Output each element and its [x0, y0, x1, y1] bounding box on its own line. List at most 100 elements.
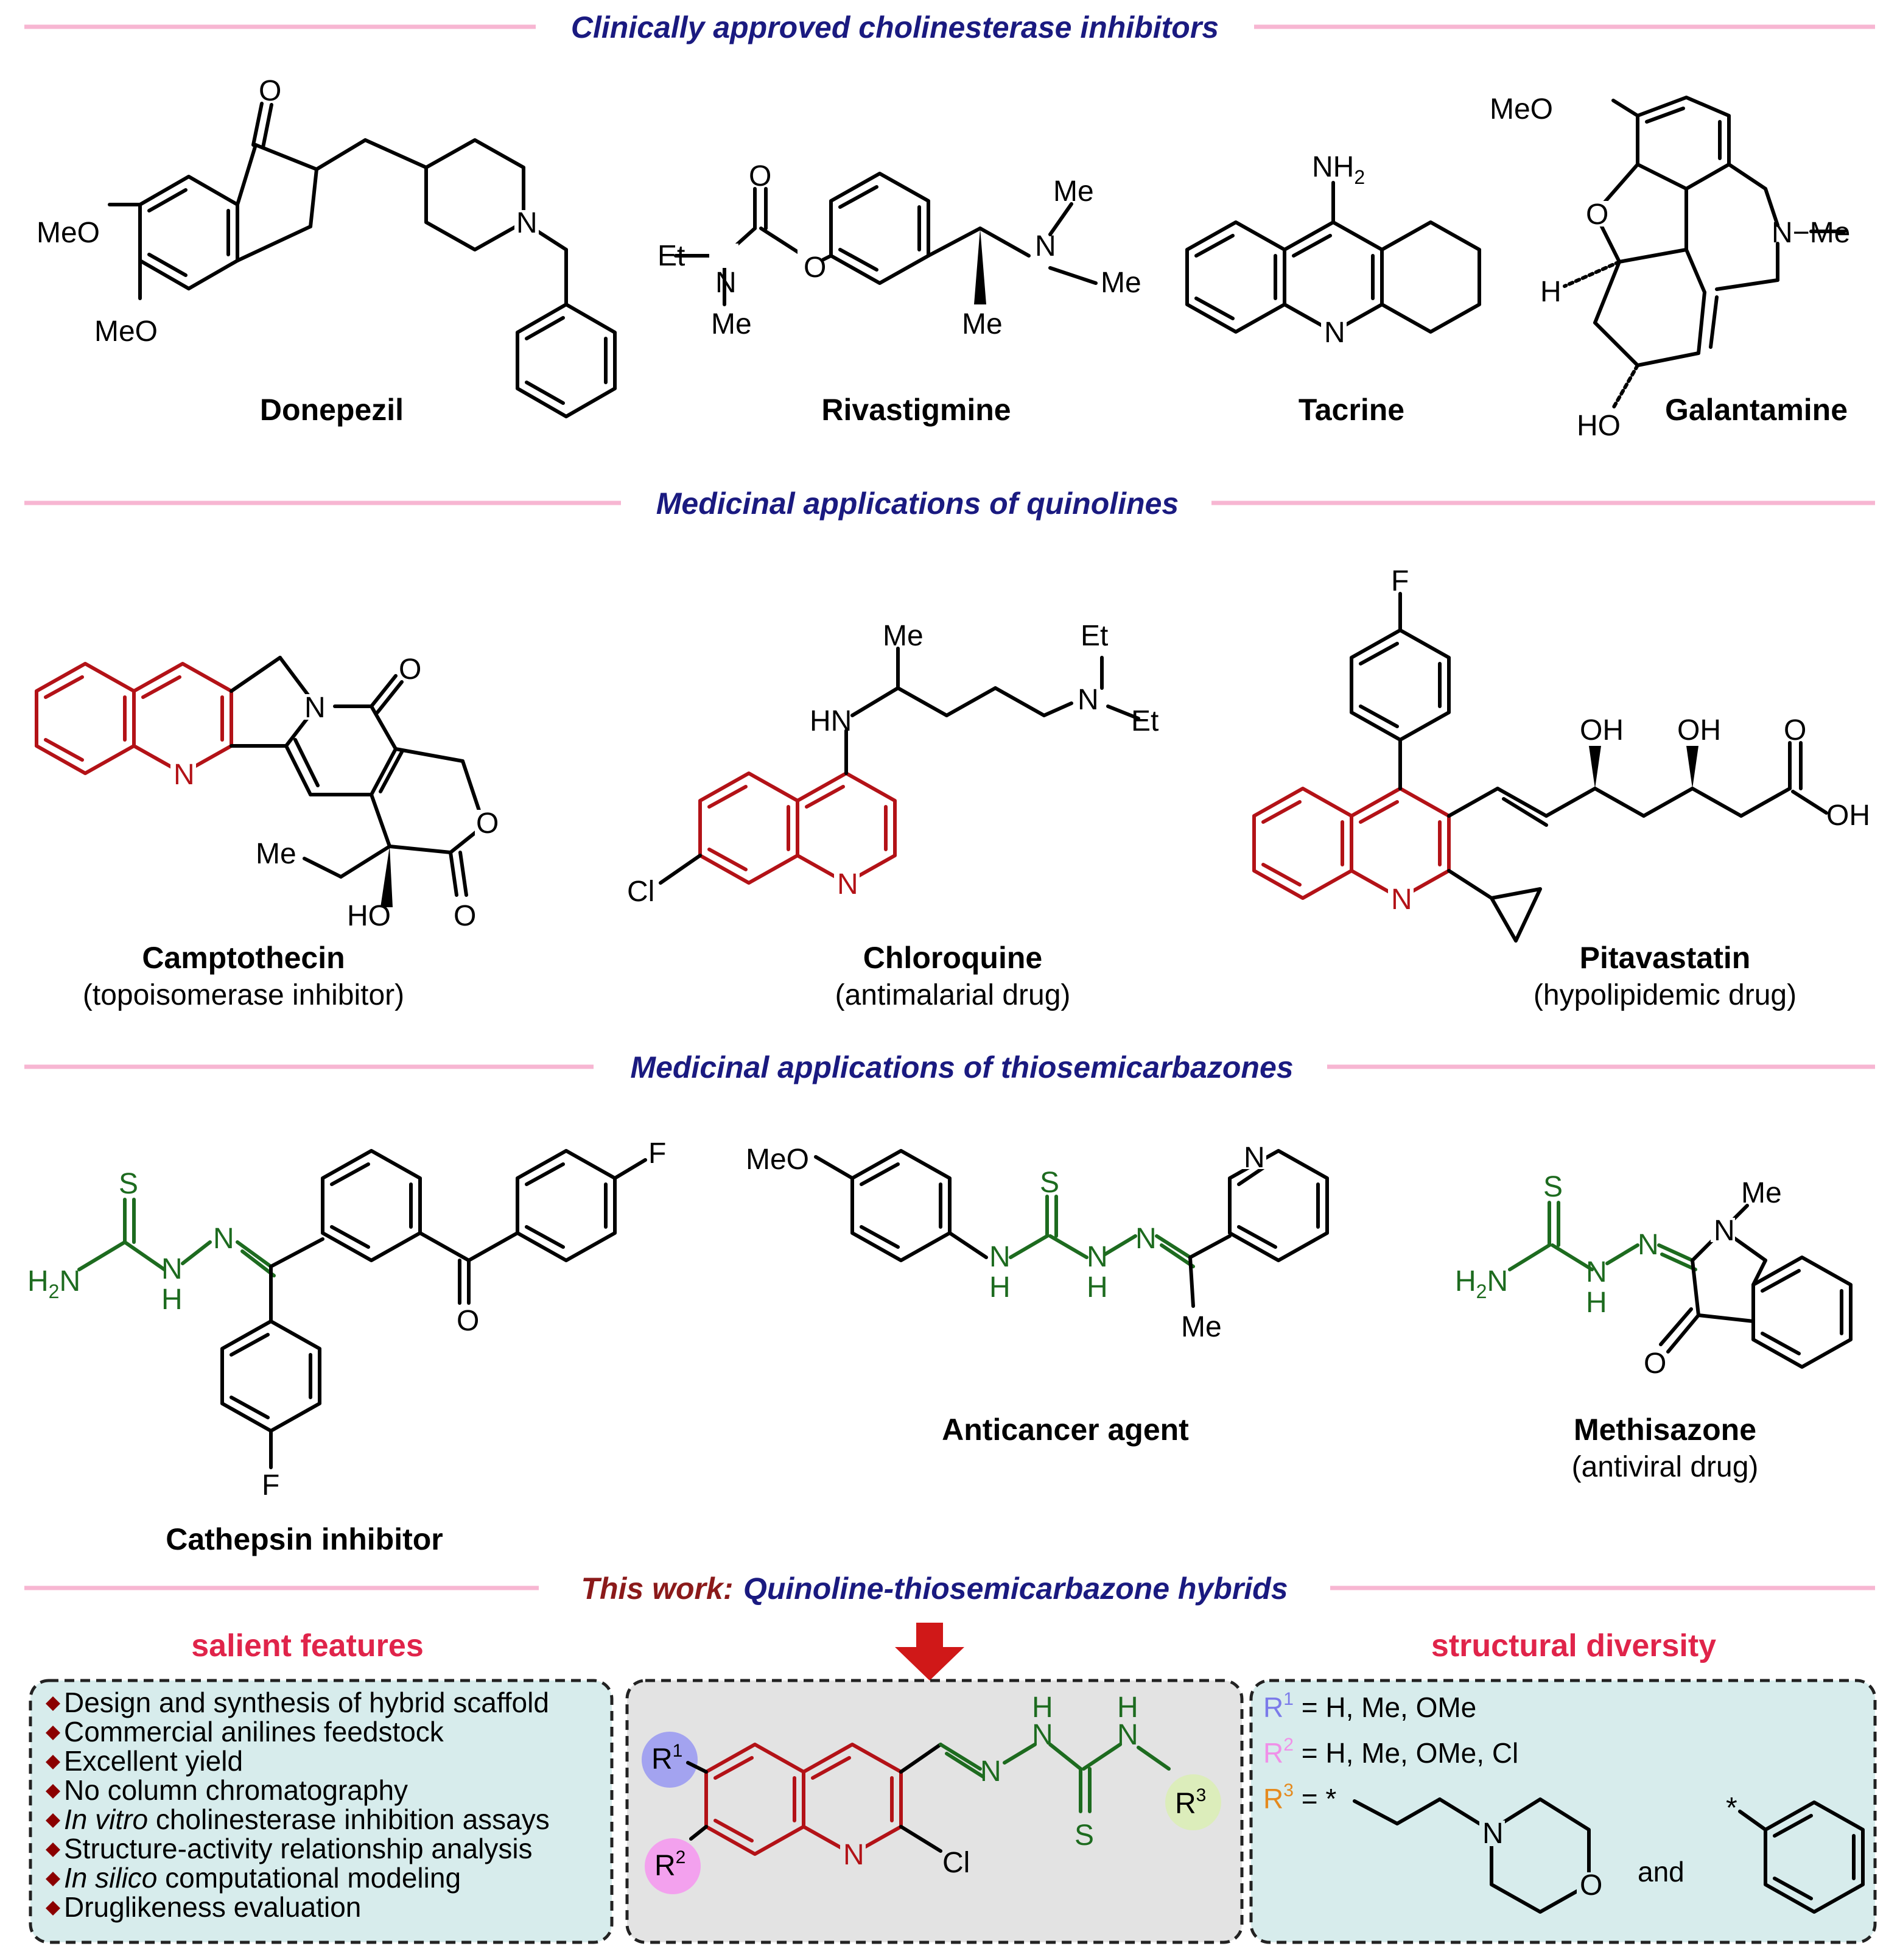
- structural-diversity-box: R1 = H, Me, OMe R2 = H, Me, OMe, Cl R3 =…: [1249, 1679, 1877, 1944]
- svg-text:N−Me: N−Me: [1772, 217, 1850, 249]
- svg-text:Me: Me: [962, 308, 1003, 340]
- svg-text:In silico computational modeli: In silico computational modeling: [64, 1862, 461, 1894]
- svg-text:Me: Me: [711, 308, 752, 340]
- structure-chloroquine: N Cl HN Me N Et Et Chloroquine (antimala…: [627, 620, 1159, 1011]
- structure-tacrine: N NH2 Tacrine: [1185, 151, 1481, 427]
- subtitle-camptothecin: (topoisomerase inhibitor): [83, 979, 404, 1011]
- svg-text:N: N: [1032, 1719, 1053, 1751]
- diamond-bullet-icon: [46, 1755, 60, 1769]
- section-title-quinolines: Medicinal applications of quinolines: [656, 486, 1179, 521]
- svg-text:O: O: [259, 75, 281, 107]
- structure-methisazone: S H2N N H N N Me O Methisazone (antivira…: [1455, 1171, 1853, 1483]
- feature-item-6: Structure-activity relationship analysis: [46, 1833, 533, 1864]
- svg-text:H: H: [1117, 1691, 1138, 1724]
- svg-text:S: S: [119, 1168, 138, 1200]
- svg-text:Structure-activity relationshi: Structure-activity relationship analysis: [64, 1833, 533, 1864]
- svg-text:N: N: [1244, 1142, 1265, 1174]
- feature-item-5: In vitro cholinesterase inhibition assay…: [46, 1804, 550, 1835]
- feature-item-2: Commercial anilines feedstock: [46, 1716, 444, 1747]
- name-camptothecin: Camptothecin: [142, 941, 345, 975]
- svg-text:MeO: MeO: [94, 315, 158, 348]
- svg-text:HN: HN: [810, 705, 852, 737]
- section-title-thiosemicarbazones: Medicinal applications of thiosemicarbaz…: [630, 1050, 1293, 1084]
- hybrid-scaffold-box: R1 R2 R3 N Cl N N H N H S: [625, 1679, 1244, 1944]
- svg-text:N: N: [1638, 1229, 1659, 1261]
- svg-text:O: O: [399, 653, 421, 686]
- svg-text:*: *: [1726, 1792, 1737, 1824]
- name-tacrine: Tacrine: [1299, 393, 1404, 427]
- svg-text:Et: Et: [1131, 705, 1159, 737]
- structure-donepezil: O N MeO MeO Donepezil: [37, 75, 617, 427]
- subtitle-pitavastatin: (hypolipidemic drug): [1534, 979, 1797, 1011]
- svg-text:NH2: NH2: [1312, 151, 1365, 188]
- svg-text:F: F: [1391, 565, 1409, 597]
- svg-text:Me: Me: [1053, 175, 1094, 208]
- svg-text:O: O: [804, 251, 826, 284]
- diamond-bullet-icon: [46, 1842, 60, 1857]
- feature-item-7: In silico computational modeling: [46, 1862, 461, 1894]
- svg-text:Cl: Cl: [627, 876, 654, 908]
- svg-text:R3: R3: [1175, 1785, 1206, 1820]
- this-work-prefix: This work:: [581, 1572, 733, 1606]
- svg-text:O: O: [454, 900, 476, 932]
- diamond-bullet-icon: [46, 1872, 60, 1886]
- diamond-bullet-icon: [46, 1901, 60, 1916]
- svg-text:In vitro cholinesterase inhibi: In vitro cholinesterase inhibition assay…: [64, 1804, 550, 1835]
- section-this-work: This work: Quinoline-thiosemicarbazone h…: [24, 1572, 1875, 1606]
- svg-text:H: H: [1540, 276, 1562, 308]
- svg-text:H: H: [1032, 1691, 1053, 1724]
- svg-text:S: S: [1040, 1167, 1059, 1199]
- svg-text:MeO: MeO: [1490, 93, 1553, 125]
- svg-text:N: N: [837, 868, 858, 901]
- r1-definition: R1 = H, Me, OMe: [1263, 1689, 1476, 1723]
- svg-text:N: N: [715, 267, 737, 299]
- structural-diversity-header: structural diversity: [1431, 1628, 1716, 1663]
- subtitle-chloroquine: (antimalarial drug): [835, 979, 1071, 1011]
- name-chloroquine: Chloroquine: [863, 941, 1042, 975]
- svg-text:N: N: [1391, 883, 1412, 916]
- svg-text:O: O: [476, 807, 499, 840]
- svg-text:O: O: [1784, 714, 1806, 746]
- structure-rivastigmine: Et N O O Me N Me Me Me Rivastigmine: [657, 160, 1141, 427]
- svg-text:Me: Me: [883, 620, 924, 652]
- diamond-bullet-icon: [46, 1813, 60, 1828]
- svg-text:R2: R2: [654, 1847, 685, 1882]
- svg-text:N: N: [1135, 1223, 1157, 1255]
- svg-text:O: O: [1580, 1869, 1602, 1902]
- svg-text:Druglikeness evaluation: Druglikeness evaluation: [64, 1891, 361, 1923]
- feature-item-3: Excellent yield: [46, 1745, 243, 1777]
- down-arrow-icon: [895, 1623, 964, 1681]
- svg-text:N: N: [843, 1839, 864, 1871]
- r1-highlight: [642, 1732, 698, 1788]
- svg-text:OH: OH: [1677, 714, 1721, 746]
- svg-text:Et: Et: [657, 240, 685, 272]
- feature-list: Design and synthesis of hybrid scaffold …: [46, 1687, 550, 1923]
- svg-text:N: N: [1035, 230, 1056, 262]
- svg-text:MeO: MeO: [746, 1143, 809, 1176]
- feature-item-8: Druglikeness evaluation: [46, 1891, 361, 1923]
- svg-text:MeO: MeO: [37, 217, 100, 249]
- diamond-bullet-icon: [46, 1784, 60, 1799]
- svg-text:Cl: Cl: [942, 1847, 970, 1879]
- svg-text:Me: Me: [256, 838, 296, 870]
- svg-text:O: O: [457, 1305, 479, 1337]
- svg-text:Design and synthesis of hybrid: Design and synthesis of hybrid scaffold: [64, 1687, 549, 1718]
- svg-text:HO: HO: [347, 900, 391, 932]
- svg-text:N: N: [989, 1241, 1011, 1273]
- this-work-title: Quinoline-thiosemicarbazone hybrids: [743, 1572, 1288, 1606]
- name-pitavastatin: Pitavastatin: [1580, 941, 1751, 975]
- r3-highlight: [1165, 1774, 1221, 1830]
- structure-cathepsin-inhibitor: S H2N N H N O F F Cathepsin inhibitor: [27, 1137, 666, 1556]
- svg-text:F: F: [262, 1469, 279, 1502]
- svg-text:F: F: [648, 1137, 666, 1170]
- svg-text:N: N: [1324, 317, 1345, 349]
- feature-item-1: Design and synthesis of hybrid scaffold: [46, 1687, 549, 1718]
- svg-text:R1: R1: [651, 1741, 682, 1776]
- svg-text:H2N: H2N: [1455, 1265, 1508, 1302]
- svg-text:N: N: [161, 1253, 183, 1285]
- section-title-cholinesterase: Clinically approved cholinesterase inhib…: [571, 10, 1219, 44]
- svg-text:H: H: [989, 1271, 1011, 1304]
- svg-text:N: N: [1714, 1215, 1735, 1247]
- name-rivastigmine: Rivastigmine: [821, 393, 1011, 427]
